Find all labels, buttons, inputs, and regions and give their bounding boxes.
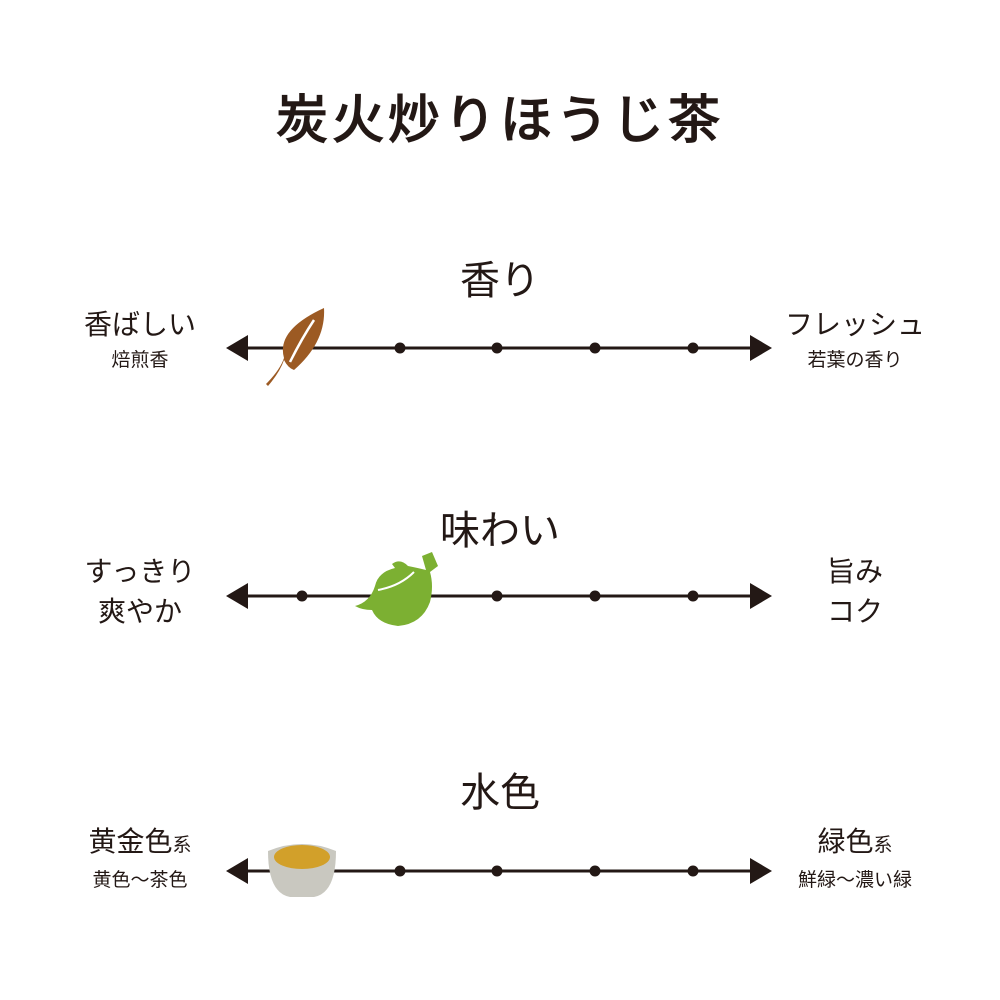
scale-tick-dot xyxy=(589,865,601,877)
scale-tick-dot xyxy=(589,342,601,354)
scale-tick-dot xyxy=(394,865,406,877)
aroma-right-main: フレッシュ xyxy=(784,308,925,341)
scale-marker xyxy=(268,844,336,897)
arrow-left-icon xyxy=(226,335,248,361)
scale-title-taste: 味わい xyxy=(440,508,560,554)
color-left-main: 黄金色 xyxy=(88,825,173,858)
scale-tick-dot xyxy=(589,590,601,602)
color-scale xyxy=(226,844,772,897)
color-right-suffix: 系 xyxy=(873,834,893,856)
color-left-sub: 黄色〜茶色 xyxy=(92,869,188,891)
arrow-right-icon xyxy=(750,335,772,361)
scale-tick-dot xyxy=(491,590,503,602)
color-right-main: 緑色 xyxy=(817,825,874,858)
scale-tick-dot xyxy=(491,342,503,354)
aroma-right-label: フレッシュ 若葉の香り xyxy=(755,305,955,375)
scale-marker xyxy=(266,308,325,386)
scale-tick-dot xyxy=(296,590,308,602)
arrow-right-icon xyxy=(750,583,772,609)
arrow-left-icon xyxy=(226,583,248,609)
scale-tick-dot xyxy=(687,342,699,354)
scale-tick-dot xyxy=(394,342,406,354)
arrow-left-icon xyxy=(226,858,248,884)
color-left-label: 黄金色系 黄色〜茶色 xyxy=(40,822,240,895)
scale-tick-dot xyxy=(491,865,503,877)
aroma-left-sub: 焙煎香 xyxy=(111,349,169,371)
teapot-icon xyxy=(355,552,438,626)
arrow-right-icon xyxy=(750,858,772,884)
scale-marker xyxy=(355,552,438,626)
aroma-right-sub: 若葉の香り xyxy=(807,349,903,371)
color-right-sub: 鮮緑〜濃い緑 xyxy=(797,869,912,891)
color-left-suffix: 系 xyxy=(172,834,192,856)
taste-left-main: すっきり xyxy=(84,555,196,588)
page-title: 炭火炒りほうじ茶 xyxy=(275,90,724,151)
taste-scale xyxy=(226,552,772,626)
scale-tick-dot xyxy=(687,865,699,877)
taste-left-label: すっきり 爽やか xyxy=(40,552,240,632)
scale-tick-dot xyxy=(687,590,699,602)
aroma-left-label: 香ばしい 焙煎香 xyxy=(40,305,240,375)
aroma-left-main: 香ばしい xyxy=(83,308,196,341)
taste-right-main: 旨み xyxy=(826,555,883,588)
color-right-label: 緑色系 鮮緑〜濃い緑 xyxy=(755,822,955,895)
aroma-scale xyxy=(226,308,772,386)
scale-title-aroma: 香り xyxy=(460,258,540,304)
taste-right-sub: コク xyxy=(826,595,883,628)
scale-title-color: 水色 xyxy=(460,770,540,816)
taste-right-label: 旨み コク xyxy=(755,552,955,632)
taste-left-sub: 爽やか xyxy=(97,595,182,628)
